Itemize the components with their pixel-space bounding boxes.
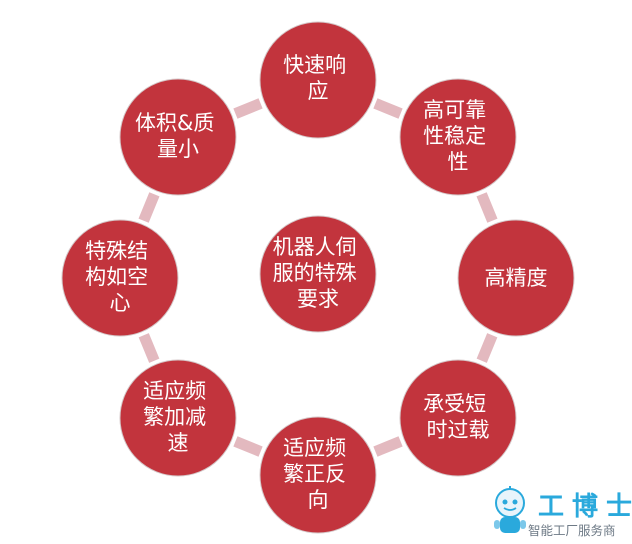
center-line: 要求 bbox=[297, 287, 339, 311]
node-line: 快速响 bbox=[283, 53, 346, 77]
node-label: 体积&质 量小 bbox=[135, 111, 221, 161]
connector-bar bbox=[138, 333, 160, 363]
node-label: 承受短 时过载 bbox=[423, 392, 493, 442]
node-label: 适应频 繁加减 速 bbox=[143, 379, 213, 455]
center-label: 机器人伺 服的特殊 要求 bbox=[273, 235, 364, 311]
node-line: 繁加减 bbox=[143, 405, 206, 429]
node-high-reliability: 高可靠 性稳定 性 bbox=[399, 78, 517, 196]
watermark-subtitle: 智能工厂服务商 bbox=[528, 523, 616, 538]
node-frequent-reversal: 适应频 繁正反 向 bbox=[259, 416, 377, 534]
center-line: 服的特殊 bbox=[273, 261, 357, 285]
node-high-precision: 高精度 bbox=[457, 219, 575, 337]
node-label: 高可靠 性稳定 性 bbox=[423, 98, 493, 174]
node-line: 体积&质 bbox=[135, 111, 214, 135]
connector-bar bbox=[373, 436, 403, 457]
node-line: 特殊结 bbox=[85, 239, 148, 263]
node-circle bbox=[119, 359, 237, 477]
node-line: 心 bbox=[110, 291, 131, 315]
node-small-size-weight: 体积&质 量小 bbox=[119, 78, 237, 196]
node-line: 量小 bbox=[157, 137, 199, 161]
node-short-overload: 承受短 时过载 bbox=[399, 359, 517, 477]
connector-bar bbox=[233, 98, 263, 119]
node-circle bbox=[457, 219, 575, 337]
connectors bbox=[138, 98, 498, 457]
center-circle bbox=[259, 215, 377, 333]
node-circle bbox=[259, 416, 377, 534]
connector-bar bbox=[233, 436, 263, 457]
node-circle bbox=[399, 359, 517, 477]
node-circle bbox=[399, 78, 517, 196]
node-circle bbox=[259, 21, 377, 139]
node-line: 速 bbox=[168, 431, 189, 455]
center-line: 机器人伺 bbox=[273, 235, 357, 259]
node-label: 快速响 应 bbox=[283, 53, 353, 103]
node-label: 高精度 bbox=[485, 266, 548, 290]
node-label: 适应频 繁正反 向 bbox=[283, 436, 353, 512]
connector-bar bbox=[138, 192, 160, 223]
node-line: 时过载 bbox=[427, 418, 490, 442]
node-line: 适应频 bbox=[283, 436, 346, 460]
node-special-structure: 特殊结 构如空 心 bbox=[61, 219, 179, 337]
watermark-title: 工博士 bbox=[538, 492, 632, 522]
connector-bar bbox=[476, 333, 498, 363]
connector-bar bbox=[373, 98, 403, 119]
center-node: 机器人伺 服的特殊 要求 bbox=[259, 215, 377, 333]
node-line: 性稳定 bbox=[423, 124, 486, 148]
node-line: 性 bbox=[448, 150, 469, 174]
watermark-logo: 工博士 智能工厂服务商 bbox=[484, 484, 632, 542]
node-line: 高精度 bbox=[485, 266, 548, 290]
node-line: 构如空 bbox=[85, 265, 148, 289]
node-line: 应 bbox=[308, 79, 329, 103]
node-line: 向 bbox=[308, 488, 329, 512]
node-line: 高可靠 bbox=[423, 98, 486, 122]
node-circle bbox=[61, 219, 179, 337]
node-fast-response: 快速响 应 bbox=[259, 21, 377, 139]
connector-bar bbox=[476, 192, 498, 223]
node-line: 适应频 bbox=[143, 379, 206, 403]
node-label: 特殊结 构如空 心 bbox=[85, 239, 155, 315]
node-line: 承受短 bbox=[423, 392, 486, 416]
node-line: 繁正反 bbox=[283, 462, 346, 486]
node-frequent-accel: 适应频 繁加减 速 bbox=[119, 359, 237, 477]
robot-mascot-icon bbox=[494, 486, 526, 533]
node-circle bbox=[119, 78, 237, 196]
